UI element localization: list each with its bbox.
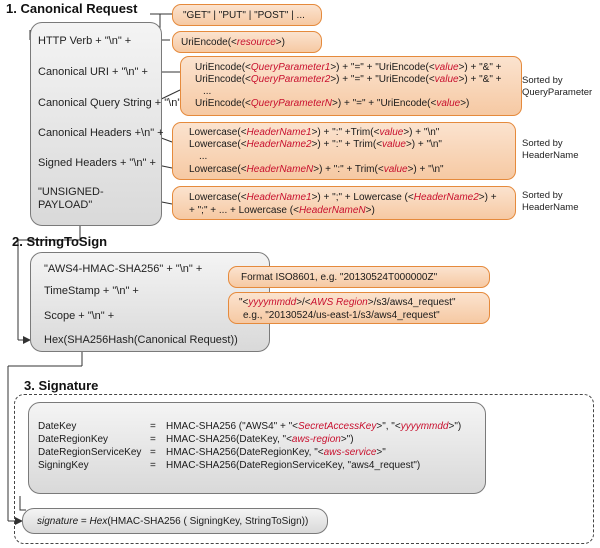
final-signature-text: signature = Hex(HMAC-SHA256 ( SigningKey… — [37, 516, 309, 527]
query-param-line-1: UriEncode(<QueryParameter1>) + "=" + "Ur… — [195, 62, 502, 73]
note-sorted-by-header-1: Sorted by — [522, 138, 563, 149]
verb-values-box: "GET" | "PUT" | "POST" | ... — [172, 4, 322, 26]
note-sorted-by-signed-2: HeaderName — [522, 202, 579, 213]
note-sorted-by-query-2: QueryParameter — [522, 87, 593, 98]
signing-key-row: SigningKey = HMAC-SHA256(DateRegionService… — [38, 459, 478, 472]
label-algorithm: "AWS4-HMAC-SHA256" + "\n" + — [44, 263, 203, 275]
signing-key-equals: = — [150, 447, 156, 458]
section-title-canonical-request: 1. Canonical Request — [6, 1, 138, 16]
label-canonical-query-string: Canonical Query String + "\n"+ — [38, 97, 188, 109]
label-canonical-uri: Canonical URI + "\n" + — [38, 66, 148, 78]
signing-key-row: DateRegionServiceKey = HMAC-SHA256(DateReg… — [38, 446, 478, 459]
label-timestamp: TimeStamp + "\n" + — [44, 285, 139, 297]
verb-values-text: "GET" | "PUT" | "POST" | ... — [183, 10, 305, 21]
signing-key-name: DateRegionServiceKey — [38, 447, 142, 458]
signed-line-1: Lowercase(<HeaderName1>) + ";" + Lowerca… — [189, 192, 497, 203]
signing-key-panel — [28, 402, 486, 494]
section-title-string-to-sign: 2. StringToSign — [12, 234, 108, 249]
signature-dashed-frame — [14, 394, 594, 544]
final-signature-panel: signature = Hex(HMAC-SHA256 ( SigningKey… — [22, 508, 328, 534]
signing-key-equals: = — [150, 434, 156, 445]
signed-line-2: + ";" + ... + Lowercase (<HeaderNameN>) — [189, 205, 375, 216]
signing-key-expression: HMAC-SHA256(DateRegionServiceKey, "aws4_… — [166, 460, 421, 471]
signing-key-equals: = — [150, 421, 156, 432]
note-sorted-by-header-2: HeaderName — [522, 150, 579, 161]
query-param-line-n: UriEncode(<QueryParameterN>) + "=" + "Ur… — [195, 98, 470, 109]
label-unsigned-payload-1: "UNSIGNED- — [38, 186, 104, 198]
signed-headers-box: Lowercase(<HeaderName1>) + ";" + Lowerca… — [172, 186, 516, 220]
query-param-line-2: UriEncode(<QueryParameter2>) + "=" + "Ur… — [195, 74, 502, 85]
canonical-request-panel — [30, 22, 162, 226]
label-canonical-headers: Canonical Headers +\n" + — [38, 127, 164, 139]
query-param-ellipsis: ... — [203, 86, 212, 97]
header-ellipsis: ... — [199, 151, 208, 162]
scope-format-box: "<yyyymmdd>/<AWS Region>/s3/aws4_request… — [228, 292, 490, 324]
header-line-2: Lowercase(<HeaderName2>) + ":" + Trim(<v… — [189, 139, 442, 150]
timestamp-format-box: Format ISO8601, e.g. "20130524T000000Z" — [228, 266, 490, 288]
note-sorted-by-query-1: Sorted by — [522, 75, 563, 86]
note-sorted-by-signed-1: Sorted by — [522, 190, 563, 201]
uri-encode-box: UriEncode(<resource>) — [172, 31, 322, 53]
signing-key-expression: HMAC-SHA256(DateRegionKey, "<aws-service… — [166, 447, 386, 458]
signing-key-name: DateKey — [38, 421, 77, 432]
signing-key-name: DateRegionKey — [38, 434, 109, 445]
header-line-n: Lowercase(<HeaderNameN>) + ":" + Trim(<v… — [189, 164, 444, 175]
header-line-1: Lowercase(<HeaderName1>) + ":" +Trim(<va… — [189, 127, 440, 138]
signing-key-name: SigningKey — [38, 460, 89, 471]
section-title-signature: 3. Signature — [24, 378, 99, 393]
signing-key-expression: HMAC-SHA256 ("AWS4" + "<SecretAccessKey>… — [166, 421, 462, 432]
signing-key-rows: DateKey = HMAC-SHA256 ("AWS4" + "<SecretAc… — [38, 420, 478, 472]
signing-key-equals: = — [150, 460, 156, 471]
label-hex-hash: Hex(SHA256Hash(Canonical Request)) — [44, 334, 238, 346]
label-http-verb: HTTP Verb + "\n" + — [38, 35, 132, 47]
canonical-headers-box: Lowercase(<HeaderName1>) + ":" +Trim(<va… — [172, 122, 516, 180]
scope-format-line-1: "<yyyymmdd>/<AWS Region>/s3/aws4_request… — [239, 297, 456, 308]
scope-format-line-2: e.g., "20130524/us-east-1/s3/aws4_reques… — [243, 310, 440, 321]
signing-key-row: DateRegionKey = HMAC-SHA256(DateKey, "<aws… — [38, 433, 478, 446]
label-signed-headers: Signed Headers + "\n" + — [38, 157, 156, 169]
label-scope: Scope + "\n" + — [44, 310, 115, 322]
query-params-box: UriEncode(<QueryParameter1>) + "=" + "Ur… — [180, 56, 522, 116]
signing-key-expression: HMAC-SHA256(DateKey, "<aws-region>") — [166, 434, 354, 445]
uri-encode-text: UriEncode(<resource>) — [181, 37, 285, 48]
signing-key-row: DateKey = HMAC-SHA256 ("AWS4" + "<SecretAc… — [38, 420, 478, 433]
label-unsigned-payload-2: PAYLOAD" — [38, 199, 93, 211]
timestamp-format-text: Format ISO8601, e.g. "20130524T000000Z" — [241, 272, 438, 283]
